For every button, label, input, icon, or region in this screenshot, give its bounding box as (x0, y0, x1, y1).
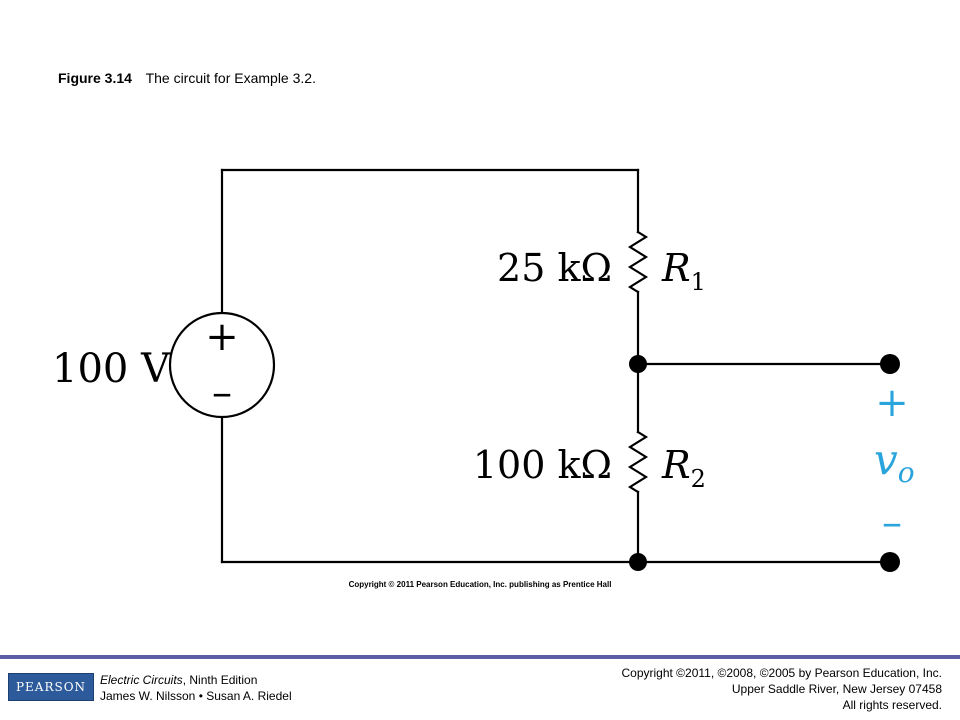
copyright-line-3: All rights reserved. (842, 698, 942, 712)
node-middle (629, 355, 647, 373)
diagram-copyright: Copyright © 2011 Pearson Education, Inc.… (349, 580, 612, 589)
terminal-bottom (880, 552, 900, 572)
copyright-line-1: Copyright ©2011, ©2008, ©2005 by Pearson… (621, 666, 942, 680)
node-bottom (629, 553, 647, 571)
r2-value-label: 100 kΩ (473, 443, 612, 487)
figure-caption: Figure 3.14 The circuit for Example 3.2. (58, 70, 316, 86)
output-minus-sign: – (882, 500, 902, 546)
resistor-r2 (627, 430, 649, 494)
publisher-copyright: Copyright ©2011, ©2008, ©2005 by Pearson… (621, 665, 942, 713)
figure-caption-text: The circuit for Example 3.2. (145, 70, 316, 86)
book-info: Electric Circuits, Ninth Edition James W… (100, 672, 292, 704)
resistor-r1 (627, 230, 649, 294)
r1-name-label: R1 (661, 246, 706, 296)
book-title: Electric Circuits (100, 673, 183, 687)
pearson-logo: PEARSON (8, 673, 94, 701)
book-edition: , Ninth Edition (182, 673, 258, 687)
r2-name-label: R2 (661, 443, 706, 493)
terminal-top (880, 354, 900, 374)
footer-divider (0, 655, 960, 659)
voltage-source-circle (168, 311, 276, 419)
source-plus-sign: + (205, 314, 239, 360)
source-minus-sign: – (212, 370, 232, 416)
output-plus-sign: + (875, 380, 909, 426)
source-voltage-label: 100 V (52, 346, 171, 392)
r1-value-label: 25 kΩ (497, 246, 612, 290)
copyright-line-2: Upper Saddle River, New Jersey 07458 (731, 682, 942, 696)
circuit-diagram: + – 100 V 25 kΩ R1 100 kΩ R2 + vo – Copy… (52, 168, 915, 589)
book-authors: James W. Nilsson • Susan A. Riedel (100, 689, 292, 703)
book-title-line: Electric Circuits, Ninth Edition (100, 672, 292, 688)
output-voltage-label: vo (874, 435, 915, 489)
footer: PEARSON Electric Circuits, Ninth Edition… (0, 659, 960, 720)
figure-number: Figure 3.14 (58, 70, 132, 86)
